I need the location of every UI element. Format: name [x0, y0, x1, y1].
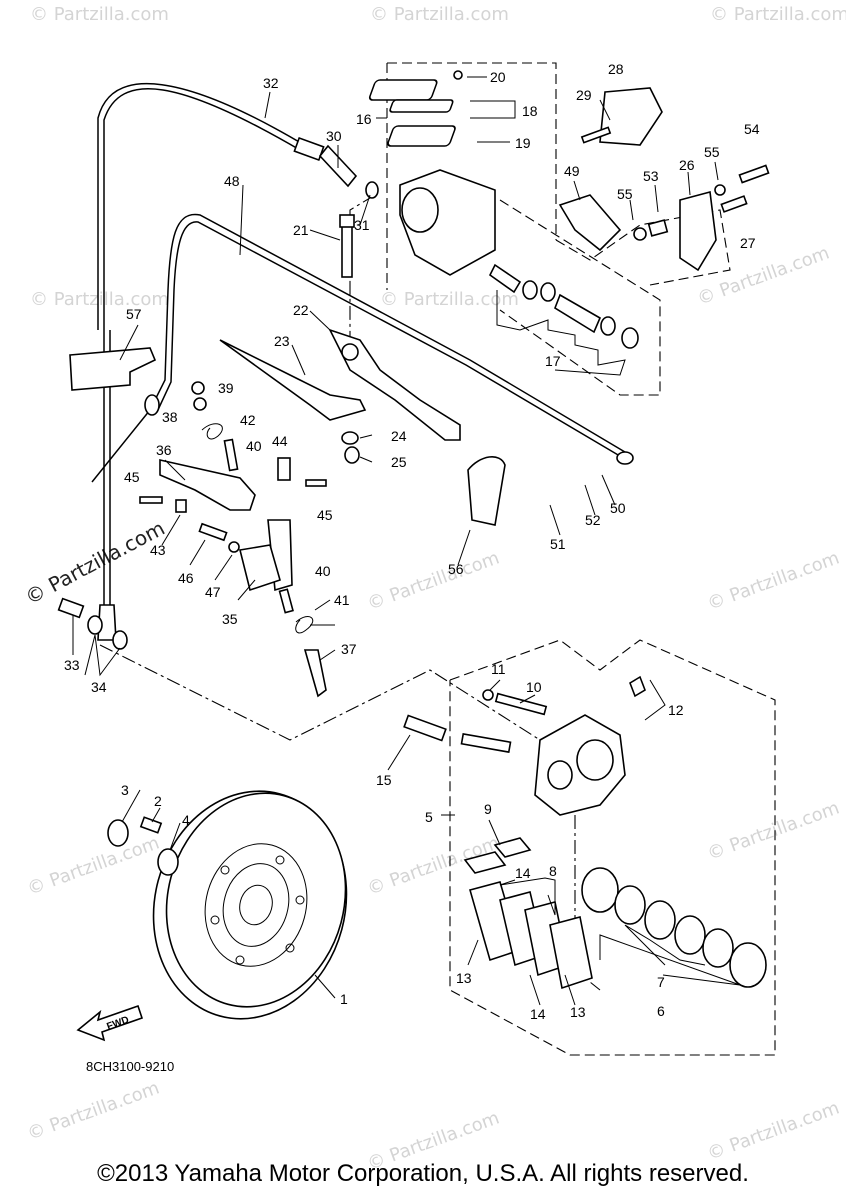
piston-kit	[488, 263, 639, 349]
callout-6: 6	[657, 1003, 665, 1019]
callout-20: 20	[490, 69, 506, 85]
callout-42: 42	[240, 412, 256, 428]
callout-8: 8	[549, 863, 557, 879]
callout-57: 57	[126, 306, 142, 322]
callout-40b: 40	[315, 563, 331, 579]
callout-13a: 13	[456, 970, 472, 986]
callout-25: 25	[391, 454, 407, 470]
brake-disc	[107, 790, 348, 1020]
leader-lines	[72, 76, 741, 1006]
callout-39: 39	[218, 380, 234, 396]
callout-15: 15	[376, 772, 392, 788]
forward-direction-arrow: FWD	[76, 1004, 144, 1042]
callout-14a: 14	[515, 865, 531, 881]
callout-44: 44	[272, 433, 288, 449]
callout-14b: 14	[530, 1006, 546, 1022]
callout-21: 21	[293, 222, 309, 238]
callout-56: 56	[448, 561, 464, 577]
callout-47: 47	[205, 584, 221, 600]
callout-1: 1	[340, 991, 348, 1007]
callout-45b: 45	[317, 507, 333, 523]
cable-48	[91, 213, 634, 483]
callout-7: 7	[657, 974, 665, 990]
callout-49: 49	[564, 163, 580, 179]
bracket-switch-parts	[558, 87, 770, 272]
callout-4: 4	[182, 812, 190, 828]
watermark: © Partzilla.com	[25, 1077, 163, 1144]
callout-31: 31	[354, 217, 370, 233]
callout-41: 41	[334, 592, 350, 608]
callout-35: 35	[222, 611, 238, 627]
callout-33: 33	[64, 657, 80, 673]
callout-50: 50	[610, 500, 626, 516]
callout-38: 38	[162, 409, 178, 425]
callout-3: 3	[121, 782, 129, 798]
callout-16: 16	[356, 111, 372, 127]
callout-10: 10	[526, 679, 542, 695]
cable-route-line	[99, 644, 541, 741]
piston-kit-outline	[499, 199, 661, 396]
lever-parts	[139, 328, 461, 698]
callout-5: 5	[425, 809, 433, 825]
watermark: © Partzilla.com	[370, 4, 509, 25]
watermark: © Partzilla.com	[380, 289, 519, 310]
watermark: © Partzilla.com	[30, 289, 169, 310]
callout-22: 22	[293, 302, 309, 318]
callout-18: 18	[522, 103, 538, 119]
callout-12: 12	[668, 702, 684, 718]
callout-26: 26	[679, 157, 695, 173]
watermark: © Partzilla.com	[365, 547, 503, 614]
callout-48: 48	[224, 173, 240, 189]
callout-28: 28	[608, 61, 624, 77]
callout-9: 9	[484, 801, 492, 817]
callout-40a: 40	[246, 438, 262, 454]
callout-55b: 55	[617, 186, 633, 202]
master-cylinder-group-outline	[387, 62, 557, 240]
callout-52: 52	[585, 512, 601, 528]
callout-55a: 55	[704, 144, 720, 160]
watermark: © Partzilla.com	[25, 832, 163, 899]
callout-19: 19	[515, 135, 531, 151]
callout-17: 17	[545, 353, 561, 369]
watermark: © Partzilla.com	[695, 242, 833, 309]
callout-46: 46	[178, 570, 194, 586]
cable-32	[97, 82, 325, 641]
side-watermark: © Partzilla.com	[21, 516, 169, 610]
cable-holder	[57, 347, 157, 650]
pipe-route-line	[349, 194, 376, 340]
caliper-assembly	[403, 456, 767, 990]
callout-29: 29	[576, 87, 592, 103]
callout-32: 32	[263, 75, 279, 91]
watermark: © Partzilla.com	[705, 1097, 843, 1164]
watermark: © Partzilla.com	[705, 797, 843, 864]
callout-43: 43	[150, 542, 166, 558]
callout-53: 53	[643, 168, 659, 184]
callout-2: 2	[154, 793, 162, 809]
callout-24: 24	[391, 428, 407, 444]
watermark: © Partzilla.com	[710, 4, 846, 25]
callout-13b: 13	[570, 1004, 586, 1020]
callout-54: 54	[744, 121, 760, 137]
callout-45a: 45	[124, 469, 140, 485]
callout-labels: 1 2 3 4 5 6 7 8 9 10 11 12 13 13 14 14 1…	[64, 61, 760, 1022]
callout-51: 51	[550, 536, 566, 552]
callout-36: 36	[156, 442, 172, 458]
callout-34: 34	[91, 679, 107, 695]
diagram-code: 8CH3100-9210	[86, 1059, 174, 1074]
callout-30: 30	[326, 128, 342, 144]
callout-23: 23	[274, 333, 290, 349]
copyright-notice: ©2013 Yamaha Motor Corporation, U.S.A. A…	[97, 1160, 749, 1187]
reservoir-parts	[318, 70, 496, 278]
callout-11: 11	[491, 661, 506, 677]
callout-37: 37	[341, 641, 357, 657]
caliper-group-outline	[449, 639, 776, 1056]
watermark: © Partzilla.com	[705, 547, 843, 614]
watermark: © Partzilla.com	[30, 4, 169, 25]
callout-27: 27	[740, 235, 756, 251]
